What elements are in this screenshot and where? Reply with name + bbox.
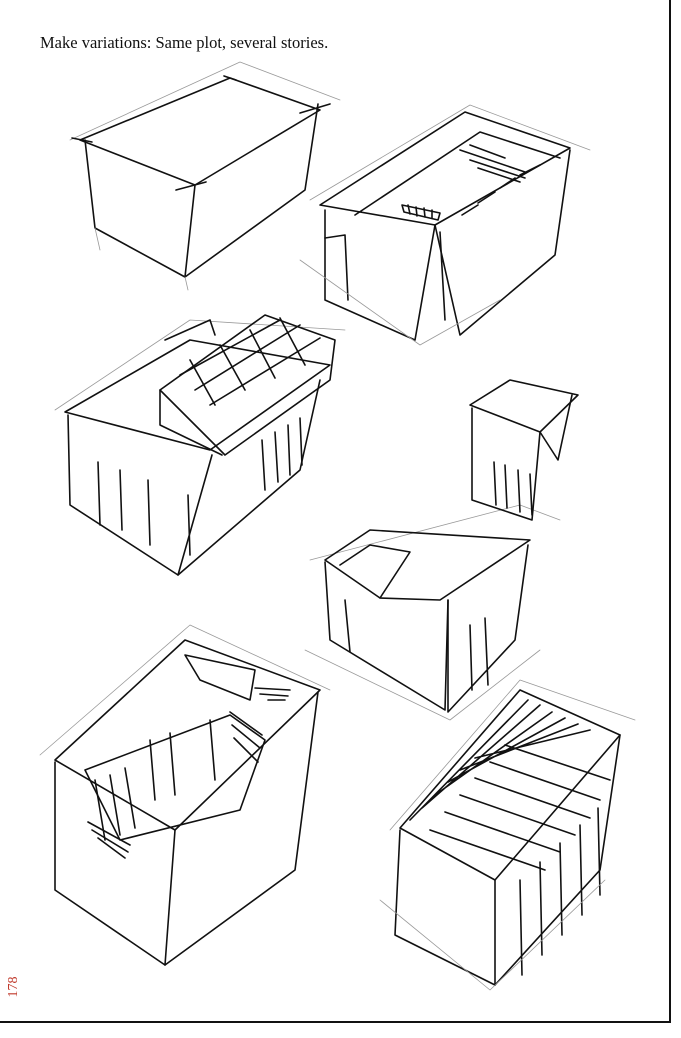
sketch-tower-with-courtyard: [304, 379, 579, 721]
instruction-text: Make variations: Same plot, several stor…: [40, 33, 329, 52]
sketch-grid-block-on-base: [54, 314, 346, 576]
page-border-bottom: [0, 1021, 671, 1023]
sketch-diagonal-cut-void: [39, 624, 331, 966]
sketch-slatted-fins: [379, 679, 636, 991]
sketch-two-volume-roof-openings: [299, 104, 591, 346]
page-border-right: [669, 0, 671, 1022]
sketch-plain-box: [69, 61, 341, 291]
